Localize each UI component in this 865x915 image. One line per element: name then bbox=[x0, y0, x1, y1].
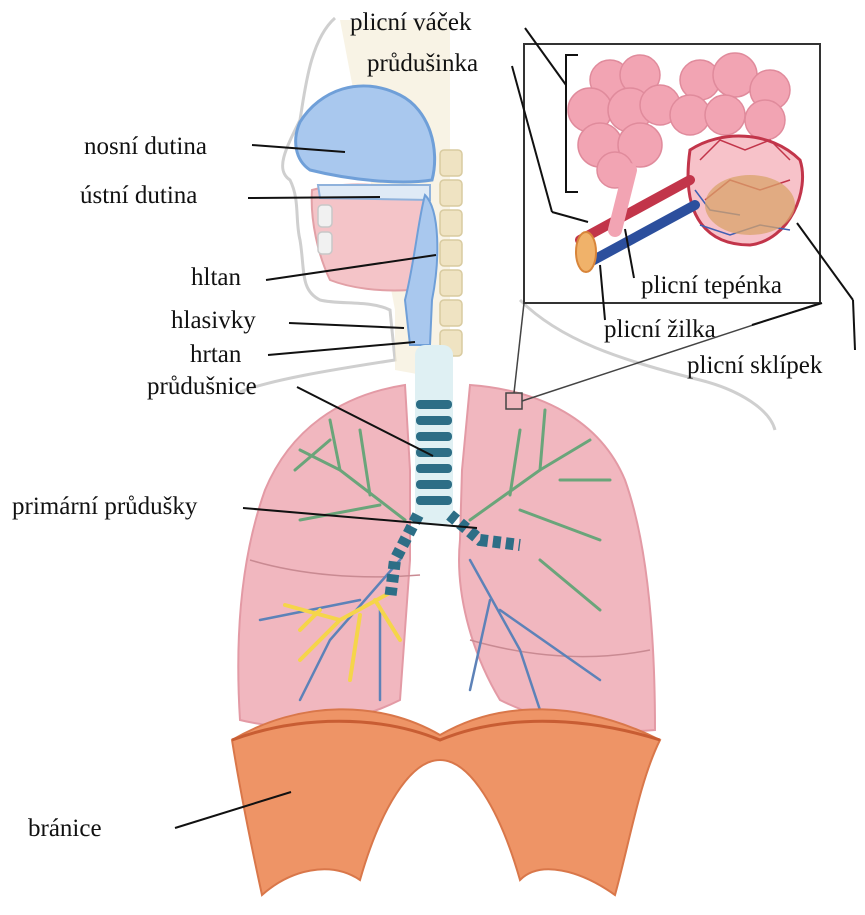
label-branice: bránice bbox=[28, 815, 102, 842]
label-primarni-prudusky: primární průdušky bbox=[12, 493, 198, 520]
label-hrtan: hrtan bbox=[190, 341, 242, 368]
label-plicni-zilka: plicní žilka bbox=[604, 316, 716, 343]
label-ustni-dutina: ústní dutina bbox=[80, 182, 197, 209]
spine-shape bbox=[440, 150, 462, 356]
label-plicni-sklipek: plicní sklípek bbox=[687, 352, 823, 379]
label-hltan: hltan bbox=[191, 264, 241, 291]
label-prudusnice: průdušnice bbox=[147, 373, 257, 400]
label-plicni-vacek: plicní váček bbox=[350, 9, 472, 36]
left-lung-shape bbox=[459, 385, 655, 731]
right-lung-shape bbox=[238, 385, 410, 726]
label-plicni-tepenka: plicní tepénka bbox=[641, 272, 782, 299]
label-prudusinka: průdušinka bbox=[367, 50, 478, 77]
label-hlasivky: hlasivky bbox=[171, 307, 256, 334]
label-nosni-dutina: nosní dutina bbox=[84, 133, 207, 160]
alveoli-inset bbox=[524, 44, 820, 303]
